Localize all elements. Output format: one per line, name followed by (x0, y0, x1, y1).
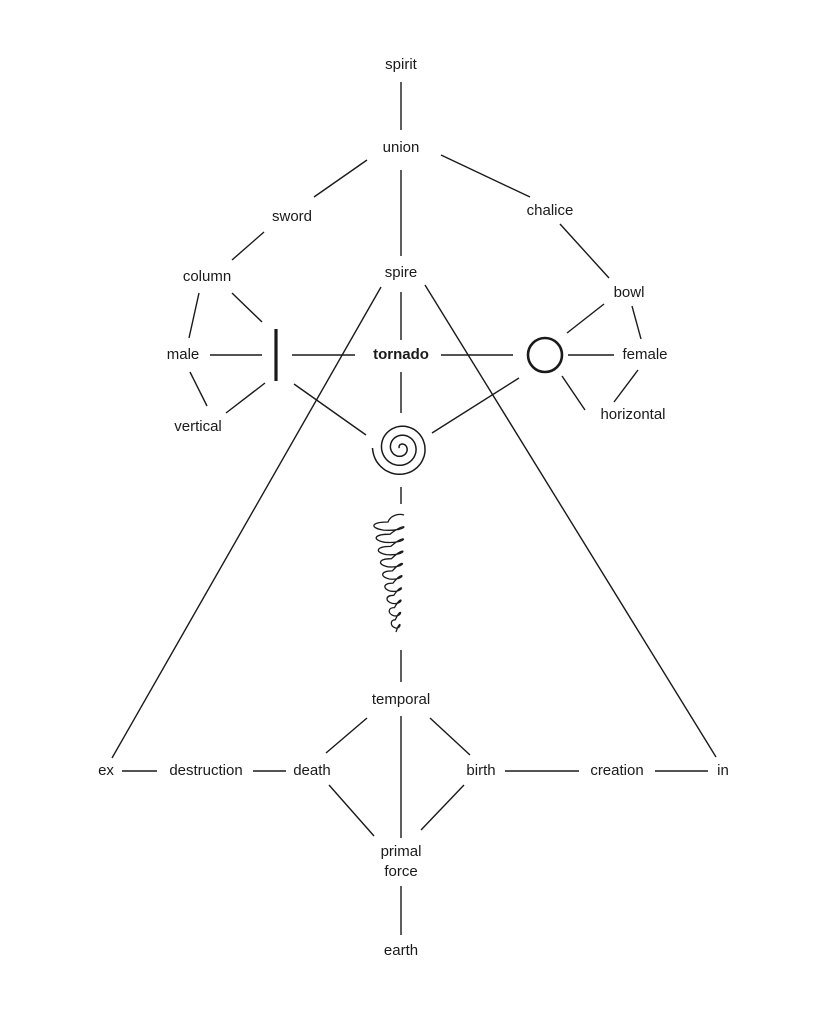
connector-lines (111, 82, 717, 935)
edge-birth-primal (420, 784, 465, 831)
edge-union-chalice (440, 154, 531, 198)
edge-bowl-circle (566, 303, 605, 334)
label-horizontal: horizontal (600, 406, 665, 423)
label-vertical: vertical (174, 418, 222, 435)
edge-sword-column (231, 231, 265, 261)
label-earth: earth (384, 942, 418, 959)
edge-male-vertical (189, 371, 208, 407)
edge-female-horizontal (613, 369, 639, 403)
spiral-symbol (371, 425, 426, 476)
circle-symbol (526, 336, 564, 374)
edge-column-bar (231, 292, 263, 323)
edge-temporal-death (325, 717, 368, 754)
label-temporal: temporal (372, 691, 430, 708)
edge-chalice-bowl (559, 223, 610, 279)
label-column: column (183, 268, 231, 285)
edge-bowl-female (631, 305, 642, 340)
label-creation: creation (590, 762, 643, 779)
label-death: death (293, 762, 331, 779)
edge-circle-spiral (431, 377, 520, 434)
label-ex: ex (98, 762, 114, 779)
label-chalice: chalice (527, 202, 574, 219)
edge-temporal-birth (429, 717, 471, 756)
edge-death-primal (328, 784, 375, 837)
edge-union-sword (313, 159, 368, 198)
label-destruction: destruction (169, 762, 242, 779)
label-male: male (167, 346, 200, 363)
edge-column-male (188, 292, 200, 339)
label-primal-force-line2: force (384, 863, 417, 880)
label-female: female (622, 346, 667, 363)
label-bowl: bowl (614, 284, 645, 301)
label-spirit: spirit (385, 56, 418, 73)
label-birth: birth (466, 762, 495, 779)
edge-spire-in (424, 284, 717, 758)
label-in: in (717, 762, 729, 779)
label-tornado: tornado (373, 346, 429, 363)
edge-circle-horizontal (561, 375, 586, 411)
edge-spire-ex (111, 286, 382, 759)
label-primal-force-line1: primal (381, 843, 422, 860)
label-sword: sword (272, 208, 312, 225)
label-union: union (383, 139, 420, 156)
edge-vertical-bar (225, 382, 266, 414)
vortex-coil-symbol (373, 513, 405, 633)
edge-bar-spiral (293, 383, 367, 436)
label-spire: spire (385, 264, 418, 281)
